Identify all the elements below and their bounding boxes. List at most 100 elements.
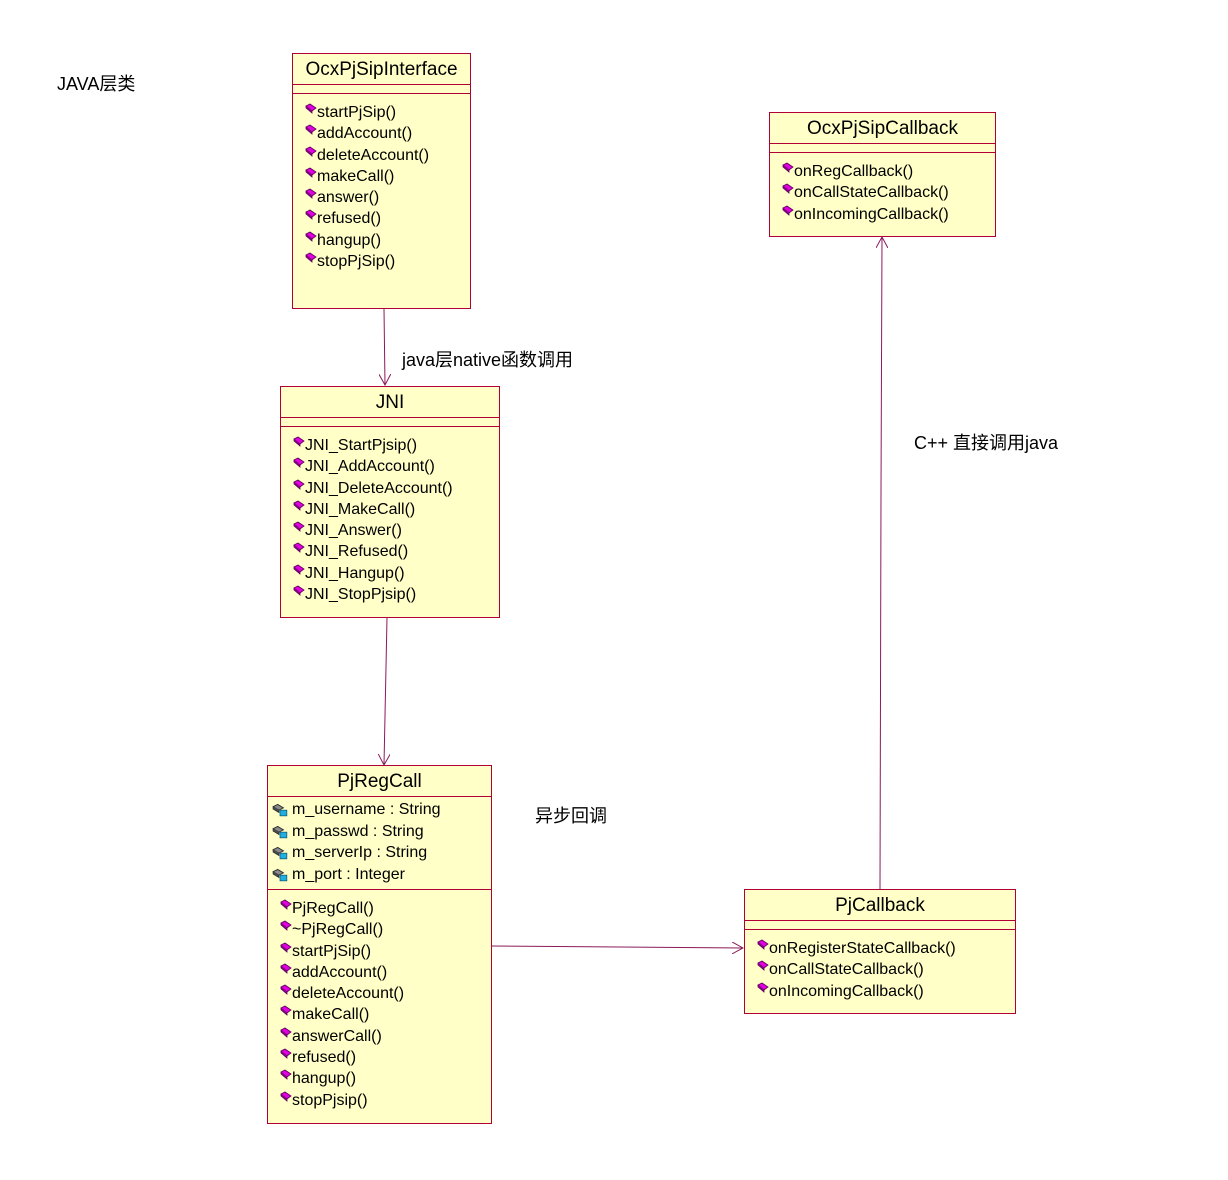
async-callback-label: 异步回调 xyxy=(535,806,607,826)
operation-icon xyxy=(782,183,794,195)
operation-item[interactable]: onRegisterStateCallback() xyxy=(745,938,1015,959)
operation-icon xyxy=(293,521,305,533)
attribute-label: m_port : Integer xyxy=(292,865,405,883)
operation-icon xyxy=(280,899,292,910)
operation-item[interactable]: PjRegCall() xyxy=(268,898,491,919)
operation-icon xyxy=(293,585,305,596)
operation-item[interactable]: answerCall() xyxy=(268,1026,491,1047)
operation-icon xyxy=(280,963,292,974)
operation-icon xyxy=(293,543,305,554)
operation-icon xyxy=(293,479,305,490)
attribute-compartment xyxy=(745,921,1015,930)
operation-item[interactable]: makeCall() xyxy=(268,1004,491,1025)
operation-item[interactable]: JNI_MakeCall() xyxy=(281,499,499,520)
attribute-item[interactable]: m_serverIp : String xyxy=(268,842,491,864)
class-name: PjRegCall xyxy=(268,766,491,797)
operation-label: startPjSip() xyxy=(292,942,372,960)
operation-icon xyxy=(305,252,317,263)
operation-item[interactable]: stopPjsip() xyxy=(268,1090,491,1111)
operation-icon xyxy=(293,436,305,447)
operation-label: addAccount() xyxy=(292,963,388,981)
class-name: OcxPjSipCallback xyxy=(770,113,995,144)
operation-label: PjRegCall() xyxy=(292,900,374,917)
operation-list: PjRegCall() ~PjRegCall() startPjSip() addAc… xyxy=(268,890,491,1111)
arrow-jni-to-pjregcall xyxy=(384,617,387,765)
operation-label: JNI_MakeCall() xyxy=(305,500,416,518)
operation-label: refused() xyxy=(292,1049,357,1067)
operation-label: stopPjsip() xyxy=(292,1091,368,1109)
operation-icon xyxy=(280,984,292,996)
operation-label: deleteAccount() xyxy=(292,985,405,1003)
operation-item[interactable]: addAccount() xyxy=(268,962,491,983)
class-pjcallback[interactable]: PjCallback onRegisterStateCallback()onCa… xyxy=(744,889,1016,1014)
operation-icon xyxy=(305,231,317,242)
attribute-item[interactable]: m_port : Integer xyxy=(268,864,491,886)
attribute-label: m_passwd : String xyxy=(292,822,424,840)
cpp-call-java-label: C++ 直接调用java xyxy=(914,433,1059,453)
operation-item[interactable]: startPjSip() xyxy=(293,102,470,123)
operation-item[interactable]: addAccount() xyxy=(293,123,470,144)
operation-item[interactable]: answer() xyxy=(293,187,470,208)
operation-item[interactable]: deleteAccount() xyxy=(268,983,491,1004)
operation-item[interactable]: deleteAccount() xyxy=(293,145,470,166)
operation-label: answer() xyxy=(317,189,380,207)
operation-item[interactable]: JNI_StopPjsip() xyxy=(281,584,499,605)
attribute-item[interactable]: m_username : String xyxy=(268,799,491,821)
operation-icon xyxy=(757,939,769,950)
attribute-label: m_username : String xyxy=(292,801,441,818)
attribute-item[interactable]: m_passwd : String xyxy=(268,821,491,843)
arrow-interface-to-jni xyxy=(384,308,385,385)
operation-icon xyxy=(305,124,317,136)
operation-item[interactable]: startPjSip() xyxy=(268,941,491,962)
operation-label: answerCall() xyxy=(292,1027,382,1045)
operation-label: JNI_Hangup() xyxy=(305,564,405,582)
operation-item[interactable]: onIncomingCallback() xyxy=(770,204,995,225)
operation-label: JNI_DeleteAccount() xyxy=(305,479,453,497)
operation-list: startPjSip() addAccount() deleteAccount() m… xyxy=(293,94,470,272)
attribute-icon xyxy=(272,846,288,860)
operation-label: deleteAccount() xyxy=(317,146,430,164)
operation-item[interactable]: JNI_Refused() xyxy=(281,541,499,562)
attribute-icon xyxy=(272,868,288,881)
operation-item[interactable]: JNI_DeleteAccount() xyxy=(281,478,499,499)
operation-item[interactable]: refused() xyxy=(293,208,470,229)
operation-item[interactable]: refused() xyxy=(268,1047,491,1068)
operation-label: refused() xyxy=(317,210,382,228)
operation-item[interactable]: hangup() xyxy=(293,230,470,251)
operation-icon xyxy=(280,942,292,953)
attribute-icon xyxy=(272,825,288,838)
operation-item[interactable]: onRegCallback() xyxy=(770,161,995,182)
operation-item[interactable]: hangup() xyxy=(268,1068,491,1089)
operation-item[interactable]: ~PjRegCall() xyxy=(268,919,491,940)
operation-item[interactable]: JNI_Answer() xyxy=(281,520,499,541)
class-ocxpjsipcallback[interactable]: OcxPjSipCallback onRegCallback()onCallSt… xyxy=(769,112,996,237)
operation-icon xyxy=(782,162,794,173)
operation-item[interactable]: JNI_AddAccount() xyxy=(281,456,499,477)
operation-item[interactable]: onIncomingCallback() xyxy=(745,981,1015,1002)
java-layer-label: JAVA层类 xyxy=(57,74,136,94)
operation-item[interactable]: stopPjSip() xyxy=(293,251,470,272)
class-pjregcall[interactable]: PjRegCall m_username : String m_passwd : … xyxy=(267,765,492,1124)
operation-label: addAccount() xyxy=(317,125,413,143)
attribute-compartment xyxy=(293,85,470,94)
operation-list: onRegisterStateCallback() onCallStateCall… xyxy=(745,930,1015,1002)
operation-icon xyxy=(280,920,292,932)
operation-item[interactable]: JNI_Hangup() xyxy=(281,563,499,584)
operation-item[interactable]: JNI_StartPjsip() xyxy=(281,435,499,456)
operation-icon xyxy=(757,982,769,993)
operation-icon xyxy=(293,457,305,469)
class-ocxpjsipinterface[interactable]: OcxPjSipInterface startPjSip()addAccount… xyxy=(292,53,471,309)
operation-item[interactable]: onCallStateCallback() xyxy=(745,959,1015,980)
operation-item[interactable]: onCallStateCallback() xyxy=(770,182,995,203)
arrow-pjregcall-to-pjcallback xyxy=(491,946,743,948)
operation-icon xyxy=(280,1048,292,1059)
operation-list: JNI_StartPjsip() JNI_AddAccount() JNI_Dele… xyxy=(281,427,499,605)
operation-item[interactable]: makeCall() xyxy=(293,166,470,187)
operation-icon xyxy=(305,146,317,157)
operation-label: onRegisterStateCallback() xyxy=(769,940,956,957)
operation-label: JNI_AddAccount() xyxy=(305,458,435,476)
operation-label: onIncomingCallback() xyxy=(769,982,924,1000)
operation-icon xyxy=(293,500,305,511)
class-jni[interactable]: JNI JNI_StartPjsip()JNI_AddAccount()JNI_… xyxy=(280,386,500,618)
